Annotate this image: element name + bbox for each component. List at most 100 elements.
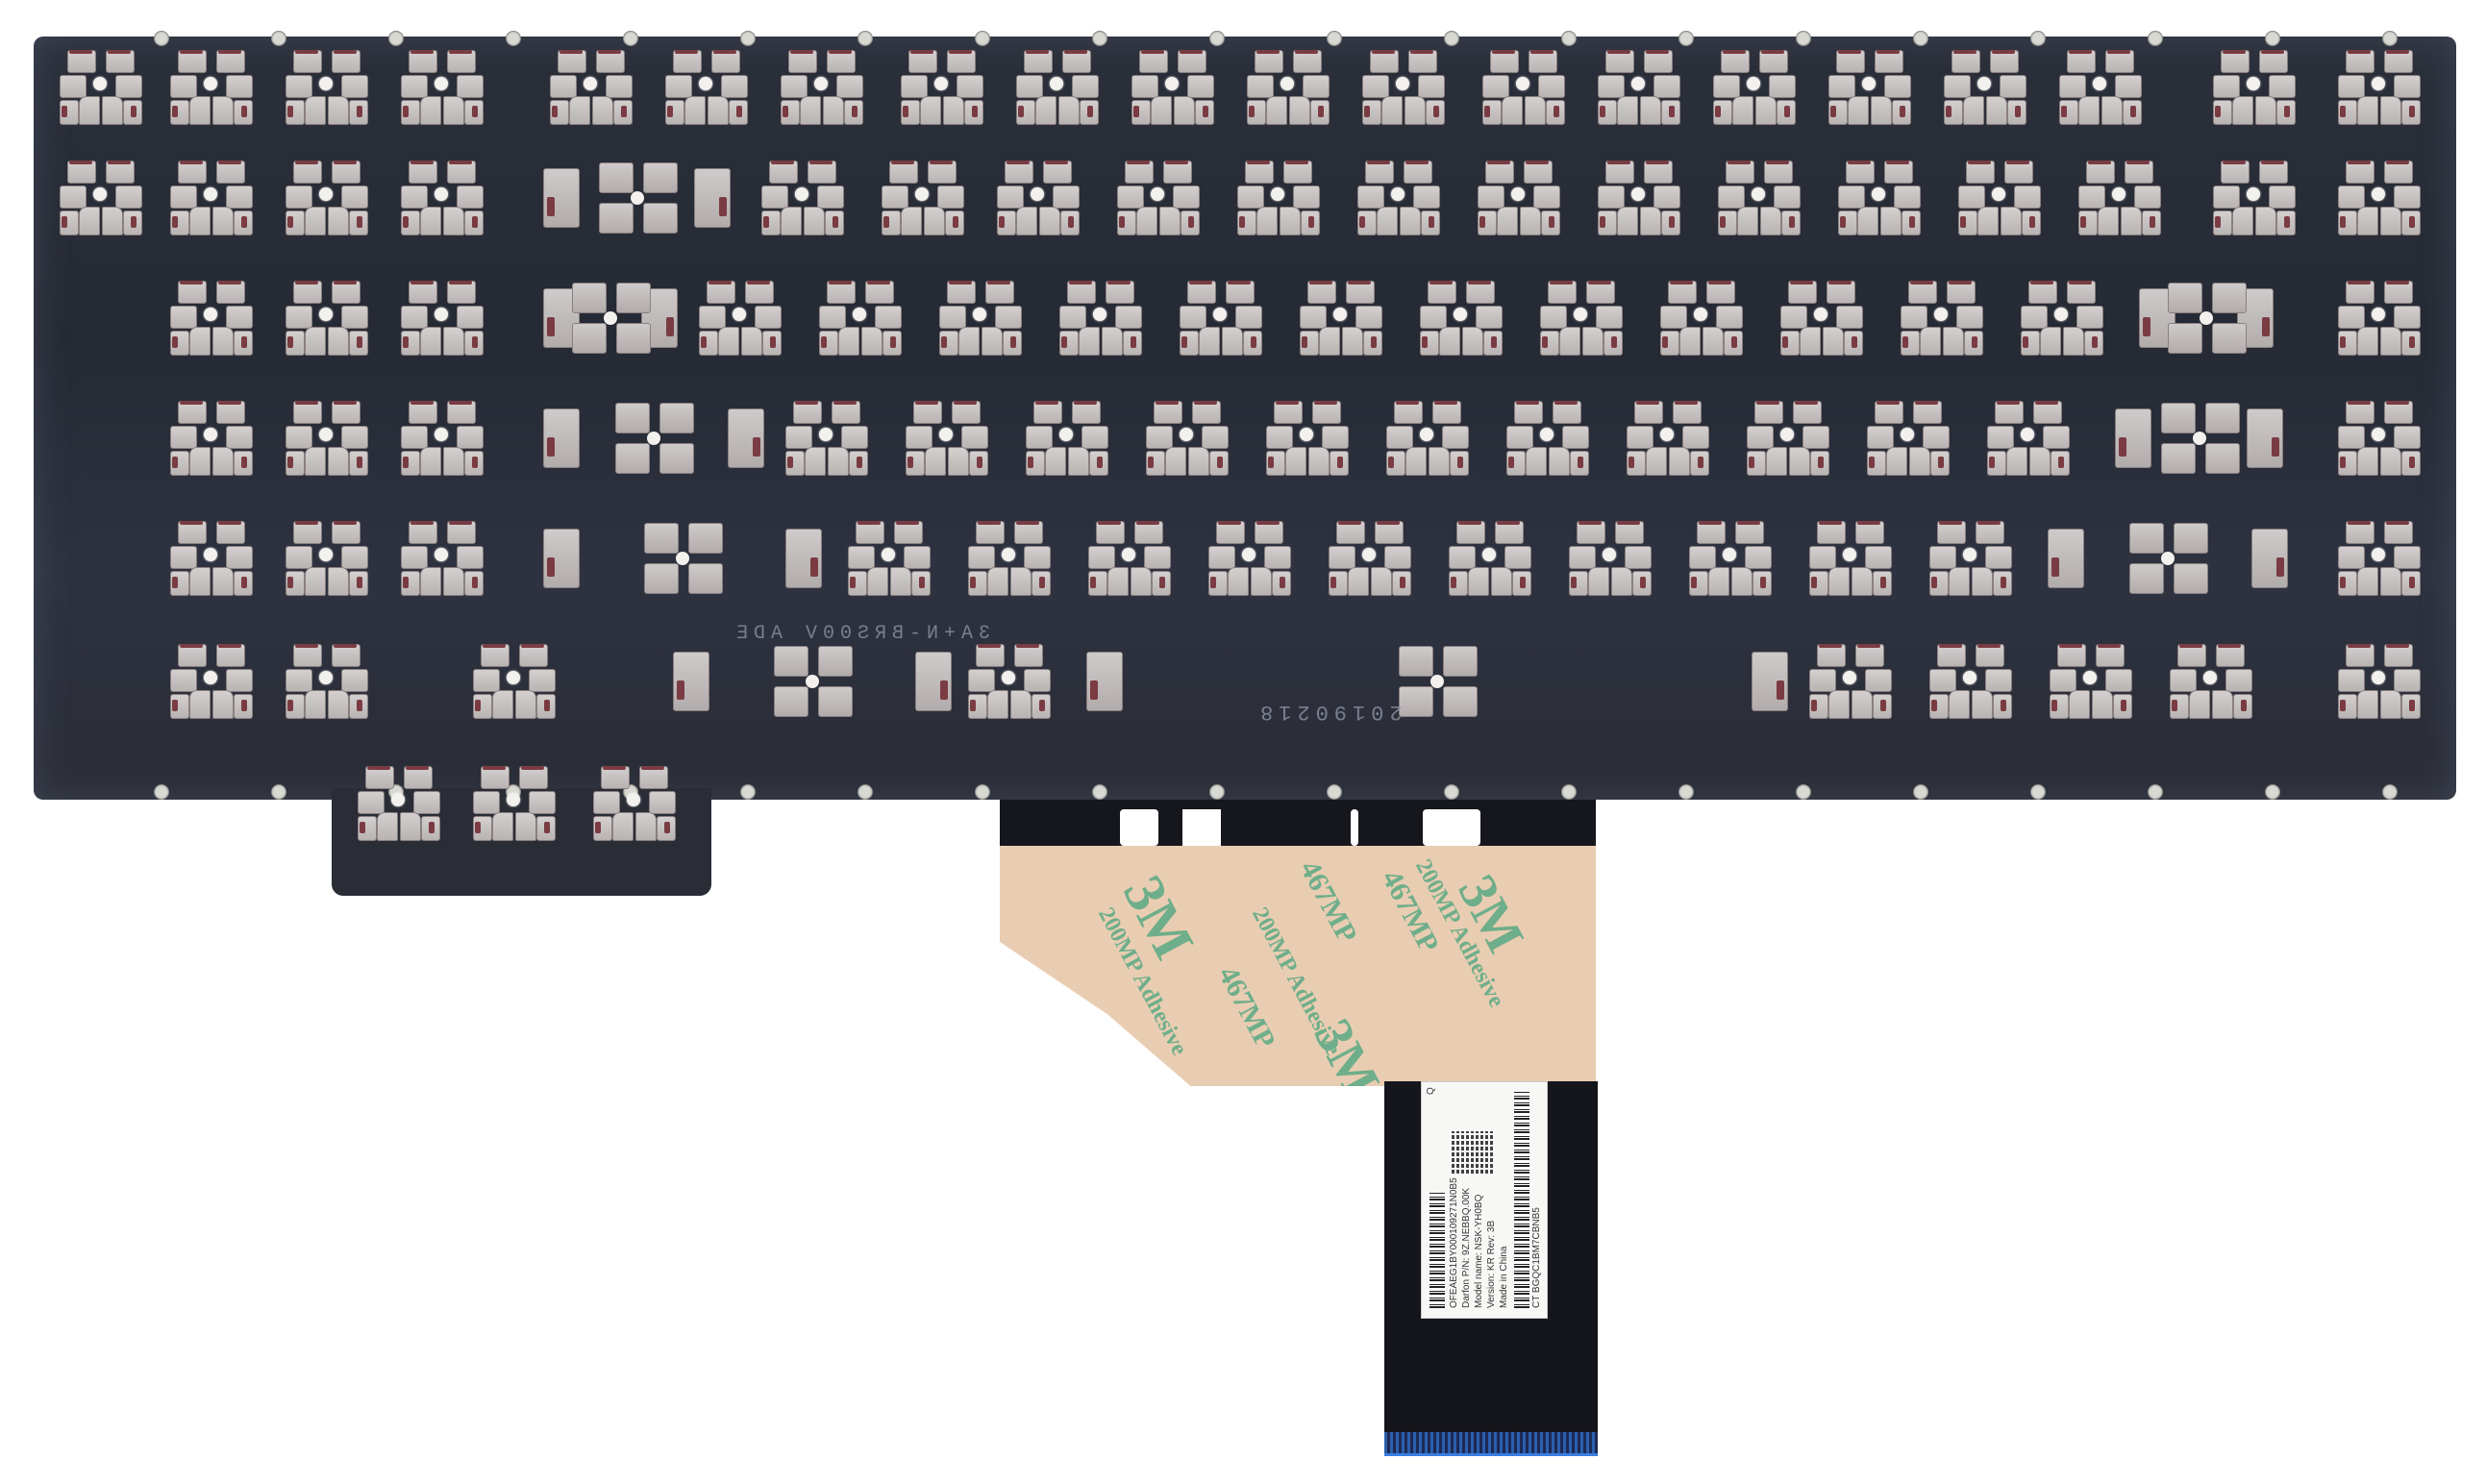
key-mechanism — [284, 48, 368, 127]
key-mechanism — [168, 399, 253, 478]
key-mechanism — [1807, 642, 1892, 721]
wide-key-mechanism — [543, 519, 822, 598]
mount-hole — [973, 308, 986, 321]
key-mechanism — [1596, 48, 1680, 127]
mount-hole — [204, 77, 217, 90]
key-mechanism — [2211, 48, 2296, 127]
product-label: OFEAEG1BY000109271N0B5 Darfon P/N: 9Z.NE… — [1421, 1081, 1548, 1319]
key-mechanism — [58, 159, 142, 237]
mount-hole — [1694, 308, 1707, 321]
wide-key-mechanism — [543, 399, 764, 478]
mount-hole — [1122, 548, 1135, 561]
plate-edge-hole — [1913, 31, 1928, 46]
mount-hole — [2112, 187, 2126, 201]
key-mechanism — [399, 48, 484, 127]
mount-hole — [2093, 77, 2106, 90]
plate-edge-hole — [1209, 31, 1225, 46]
key-mechanism — [284, 519, 368, 598]
mount-hole — [2372, 187, 2385, 201]
mount-hole — [915, 187, 929, 201]
wide-key-mechanism — [2139, 279, 2274, 358]
mount-hole — [1752, 187, 1765, 201]
mount-hole — [819, 428, 833, 441]
wide-key-mechanism — [1086, 642, 1788, 721]
ribbon-slot — [1120, 809, 1158, 846]
plate-edge-hole — [2382, 784, 2398, 800]
key-mechanism — [168, 519, 253, 598]
key-mechanism — [1836, 159, 1921, 237]
plate-edge-hole — [1561, 784, 1577, 800]
ribbon-connector-contacts — [1384, 1432, 1598, 1456]
key-mechanism — [2336, 159, 2421, 237]
key-mechanism — [966, 642, 1051, 721]
wide-key-mechanism — [2048, 519, 2288, 598]
key-mechanism — [1235, 159, 1320, 237]
tape-product: 467MP — [1211, 961, 1282, 1054]
plate-edge-hole — [1561, 31, 1577, 46]
key-mechanism — [284, 399, 368, 478]
mount-hole — [1271, 187, 1284, 201]
plate-edge-hole — [975, 31, 990, 46]
mount-hole — [1362, 548, 1376, 561]
mount-hole — [319, 187, 333, 201]
key-mechanism — [2336, 48, 2421, 127]
plate-edge-hole — [1796, 31, 1811, 46]
plate-edge-hole — [1092, 31, 1107, 46]
plate-edge-hole — [1796, 784, 1811, 800]
key-mechanism — [1658, 279, 1743, 358]
key-mechanism — [1687, 519, 1772, 598]
mount-hole — [1391, 187, 1405, 201]
mount-hole — [435, 548, 448, 561]
mount-hole — [319, 428, 333, 441]
mount-hole — [507, 671, 520, 684]
mount-hole — [2203, 671, 2217, 684]
key-mechanism — [697, 279, 782, 358]
plate-edge-hole — [1209, 784, 1225, 800]
wide-key-mechanism — [543, 159, 731, 237]
key-mechanism — [284, 159, 368, 237]
key-mechanism — [817, 279, 902, 358]
mount-hole — [733, 308, 746, 321]
mount-hole — [2372, 548, 2385, 561]
key-mechanism — [937, 279, 1022, 358]
plate-edge-hole — [388, 31, 404, 46]
mount-hole — [1482, 548, 1496, 561]
mount-hole — [1516, 77, 1529, 90]
key-mechanism — [284, 642, 368, 721]
key-mechanism — [1014, 48, 1099, 127]
key-mechanism — [284, 279, 368, 358]
date-code: 20190218 — [1255, 700, 1403, 724]
plate-edge-hole — [2382, 31, 2398, 46]
plate-edge-hole — [154, 31, 169, 46]
plate-edge-hole — [2030, 31, 2046, 46]
mount-hole — [1165, 77, 1179, 90]
key-mechanism — [1206, 519, 1291, 598]
mount-hole — [93, 77, 107, 90]
key-mechanism — [899, 48, 983, 127]
mount-hole — [1747, 77, 1760, 90]
key-mechanism — [168, 159, 253, 237]
key-mechanism — [168, 642, 253, 721]
plate-edge-hole — [1678, 784, 1694, 800]
key-mechanism — [995, 159, 1080, 237]
mount-hole — [1780, 428, 1794, 441]
plate-edge-hole — [623, 31, 638, 46]
mount-hole — [319, 308, 333, 321]
label-line-6: CT BGQC1BM7CBNB5 — [1531, 1207, 1542, 1308]
key-mechanism — [1480, 48, 1565, 127]
key-mechanism — [846, 519, 931, 598]
mount-hole — [2021, 428, 2034, 441]
mirrored-part-code: 3A+N-BRS00V ADE — [731, 623, 991, 645]
key-mechanism — [1745, 399, 1829, 478]
key-mechanism — [1245, 48, 1330, 127]
barcode — [1514, 1092, 1529, 1308]
mount-hole — [319, 548, 333, 561]
key-mechanism — [1130, 48, 1214, 127]
label-line-5: Made in China — [1499, 1246, 1509, 1308]
key-mechanism — [1625, 399, 1709, 478]
mount-hole — [2247, 187, 2260, 201]
mount-hole — [1992, 187, 2005, 201]
adhesive-tape: 3M 200MP Adhesive 3M 467MP 200MP Adhesiv… — [1000, 846, 1596, 1086]
key-mechanism — [1899, 279, 1983, 358]
mount-hole — [584, 77, 597, 90]
